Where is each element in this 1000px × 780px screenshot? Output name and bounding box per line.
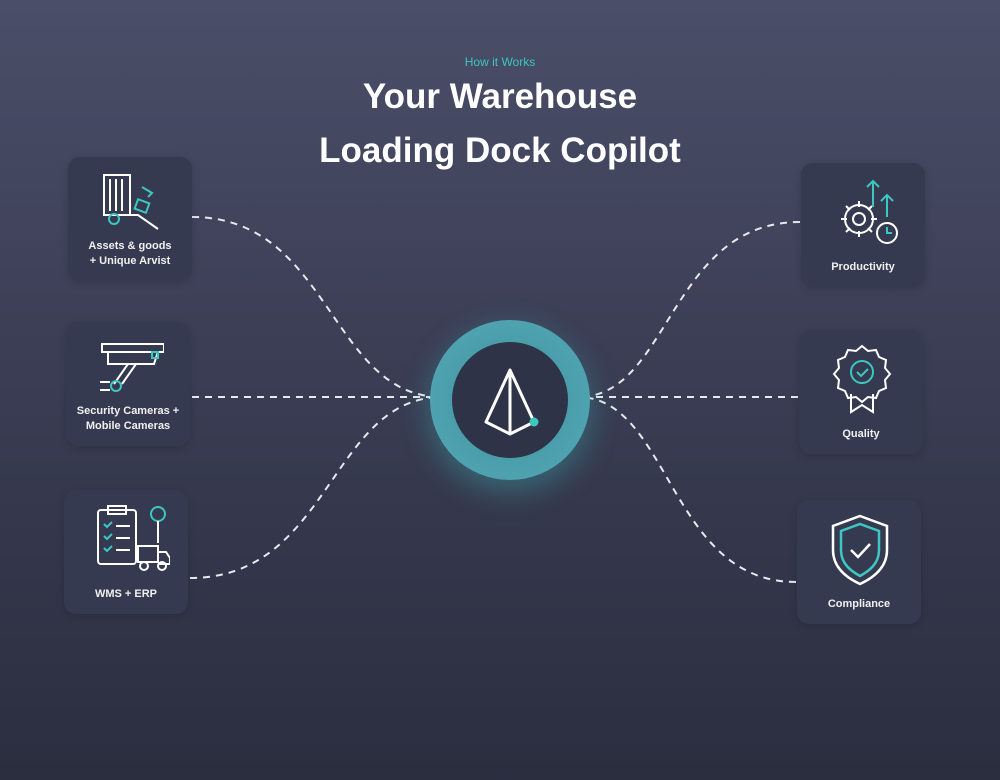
security-camera-icon <box>100 343 164 392</box>
input-label-line1: Assets & goods <box>88 240 172 252</box>
award-badge-icon <box>832 344 892 414</box>
title-line-1: Your Warehouse <box>362 77 638 116</box>
connector-assets <box>191 216 441 398</box>
title-line-2: Loading Dock Copilot <box>319 131 681 170</box>
input-card-cameras: Security Cameras + Mobile Cameras <box>66 322 190 446</box>
connector-compliance <box>579 396 797 583</box>
page-title: Your Warehouse Loading Dock Copilot <box>0 70 1000 178</box>
copilot-hub <box>430 320 590 480</box>
input-card-assets: Assets & goods + Unique Arvist <box>68 157 192 281</box>
connector-wms <box>189 396 441 579</box>
input-card-wms: WMS + ERP <box>64 490 188 614</box>
output-label: Productivity <box>831 261 895 273</box>
output-card-productivity: Productivity <box>801 163 925 287</box>
input-label-line1: Security Cameras + <box>76 405 180 417</box>
shield-check-icon <box>831 514 889 586</box>
output-card-quality: Quality <box>799 330 923 454</box>
truck-loading-icon <box>103 174 159 230</box>
input-label-line1: WMS + ERP <box>94 588 158 600</box>
output-card-compliance: Compliance <box>797 500 921 624</box>
input-label-line2: Mobile Cameras <box>85 420 171 432</box>
eyebrow-label: How it Works <box>464 55 536 69</box>
output-label: Quality <box>842 428 880 440</box>
input-label-line2: + Unique Arvist <box>89 255 171 267</box>
clipboard-truck-icon <box>97 505 170 571</box>
output-label: Compliance <box>827 598 891 610</box>
connector-productivity <box>579 221 801 398</box>
pyramid-logo-icon <box>484 368 539 436</box>
gear-growth-icon <box>841 179 898 244</box>
